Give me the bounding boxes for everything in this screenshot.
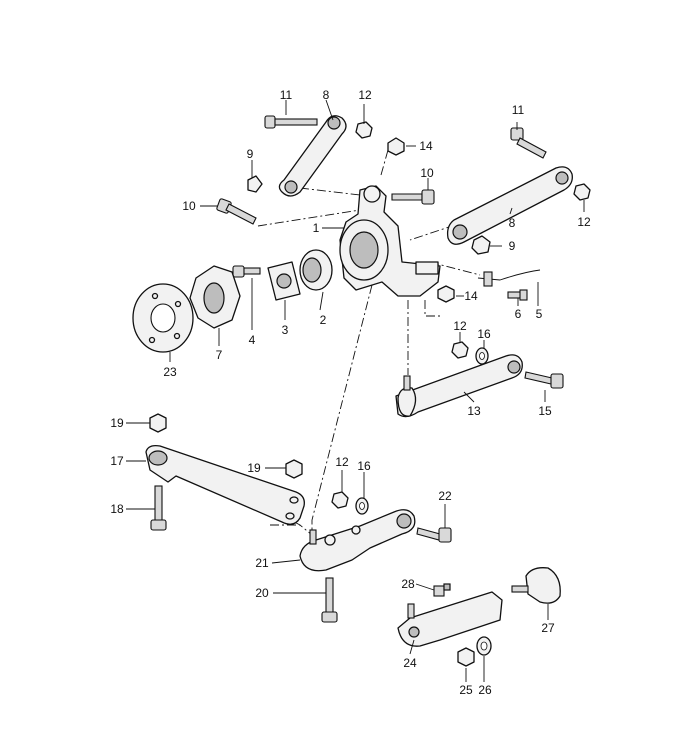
brake-disc-23 bbox=[132, 283, 194, 353]
callout-13: 13 bbox=[467, 404, 481, 418]
callout-28: 28 bbox=[401, 577, 415, 591]
bolt-4 bbox=[232, 265, 261, 278]
callout-16: 16 bbox=[477, 327, 491, 341]
mount-27 bbox=[511, 567, 561, 604]
bolt-22 bbox=[416, 527, 452, 543]
sensor-28 bbox=[433, 583, 451, 597]
bracket-24 bbox=[397, 591, 503, 647]
callout-22: 22 bbox=[438, 489, 452, 503]
callout-24: 24 bbox=[403, 656, 417, 670]
cover-plate-3 bbox=[267, 261, 301, 301]
bolt-18 bbox=[150, 485, 167, 531]
nut-25 bbox=[457, 647, 475, 667]
wheel-hub-7 bbox=[189, 265, 241, 329]
callout-12: 12 bbox=[358, 88, 372, 102]
callout-25: 25 bbox=[459, 683, 473, 697]
callout-20: 20 bbox=[255, 586, 269, 600]
callout-18: 18 bbox=[110, 502, 124, 516]
nut-12-lower bbox=[331, 491, 349, 509]
wheel-carrier-1 bbox=[339, 185, 441, 297]
bolt-10-right bbox=[391, 189, 435, 205]
washer-16-lower bbox=[355, 497, 369, 515]
control-link-13 bbox=[395, 354, 523, 418]
wheel-bearing-2 bbox=[299, 249, 333, 291]
nut-12-top bbox=[355, 121, 373, 139]
nut-19-right bbox=[285, 459, 303, 479]
callout-27: 27 bbox=[541, 621, 555, 635]
callout-16: 16 bbox=[357, 459, 371, 473]
callout-8: 8 bbox=[323, 88, 330, 102]
bolt-20 bbox=[321, 577, 338, 623]
sensor-5 bbox=[477, 269, 541, 287]
callout-12: 12 bbox=[577, 215, 591, 229]
callout-10: 10 bbox=[182, 199, 196, 213]
callout-10: 10 bbox=[420, 166, 434, 180]
callout-9: 9 bbox=[247, 147, 254, 161]
callout-3: 3 bbox=[282, 323, 289, 337]
callout-9: 9 bbox=[509, 239, 516, 253]
callout-12: 12 bbox=[335, 455, 349, 469]
nut-14-upper bbox=[387, 137, 405, 156]
callout-11: 11 bbox=[280, 88, 293, 102]
callout-12: 12 bbox=[453, 319, 467, 333]
callout-14: 14 bbox=[419, 139, 433, 153]
washer-16-mid bbox=[475, 347, 489, 365]
nut-9-right bbox=[471, 235, 491, 255]
callout-4: 4 bbox=[249, 333, 256, 347]
callout-26: 26 bbox=[478, 683, 492, 697]
callout-17: 17 bbox=[110, 454, 124, 468]
callout-15: 15 bbox=[538, 404, 552, 418]
callout-11: 11 bbox=[512, 103, 525, 117]
bolt-15 bbox=[524, 371, 564, 389]
callout-21: 21 bbox=[255, 556, 269, 570]
nut-12-right bbox=[573, 183, 591, 201]
upper-link-8-right bbox=[446, 166, 573, 245]
leader-lines bbox=[126, 99, 585, 682]
callout-6: 6 bbox=[515, 307, 522, 321]
callout-labels: 11 8 12 9 10 10 14 1 2 3 4 7 23 11 8 12 … bbox=[110, 88, 591, 697]
callout-14: 14 bbox=[464, 289, 478, 303]
trailing-arm-17 bbox=[145, 444, 305, 525]
callout-7: 7 bbox=[216, 348, 223, 362]
bolt-6 bbox=[507, 289, 528, 301]
bolt-10-left bbox=[216, 198, 257, 225]
bolt-11-right bbox=[510, 127, 547, 159]
callout-19: 19 bbox=[110, 416, 124, 430]
upper-link-8-top bbox=[278, 115, 347, 197]
callout-8: 8 bbox=[509, 216, 516, 230]
nut-12-mid bbox=[451, 341, 469, 359]
nut-9-top bbox=[247, 175, 263, 193]
callout-23: 23 bbox=[163, 365, 177, 379]
lower-arm-21 bbox=[299, 509, 416, 572]
callout-1: 1 bbox=[313, 221, 320, 235]
nut-14-lower bbox=[437, 285, 455, 303]
nut-19-left bbox=[149, 413, 167, 433]
callout-19: 19 bbox=[247, 461, 261, 475]
bolt-11-top bbox=[264, 115, 318, 129]
washer-26 bbox=[476, 636, 492, 656]
callout-2: 2 bbox=[320, 313, 327, 327]
callout-5: 5 bbox=[536, 307, 543, 321]
